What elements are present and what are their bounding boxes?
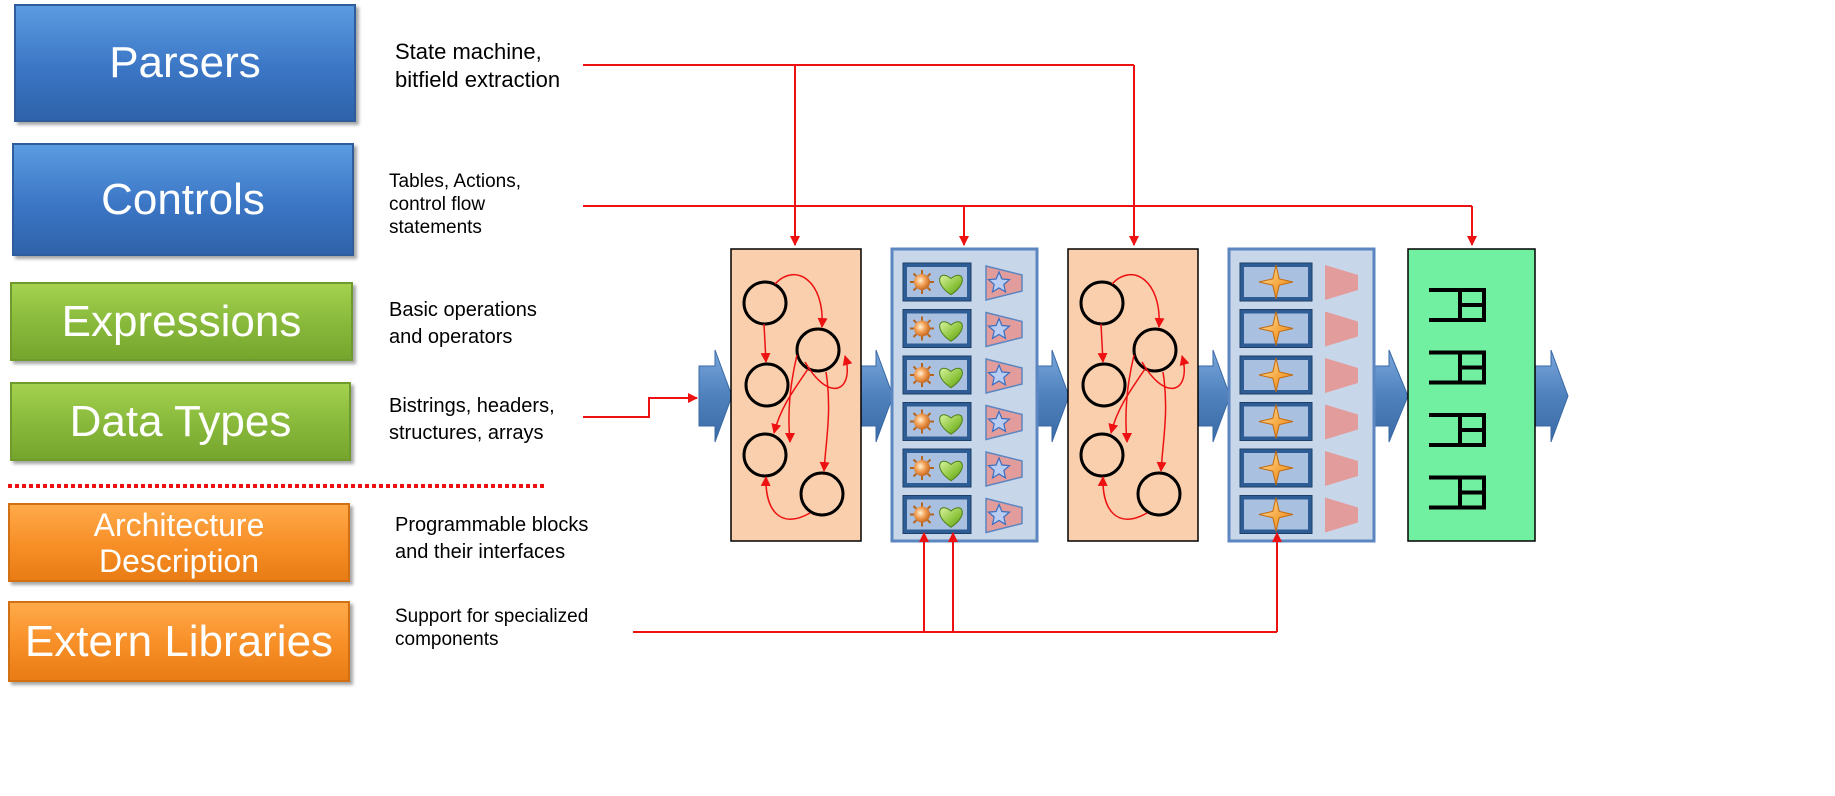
heart-icon	[939, 321, 963, 342]
four-point-star-icon	[1258, 450, 1294, 486]
heart-icon	[939, 274, 963, 296]
controls-label: Controls	[101, 174, 265, 224]
heart-icon	[939, 414, 963, 435]
sun-icon	[910, 270, 934, 294]
state-node	[1136, 471, 1182, 517]
table-entry	[1239, 448, 1358, 488]
action-block	[1325, 311, 1358, 347]
deparser-queues	[1429, 288, 1486, 510]
table-entry	[902, 309, 1023, 348]
action-block	[1325, 497, 1358, 533]
queue-icon	[1429, 288, 1486, 322]
star-icon	[985, 497, 1023, 534]
sun-icon	[910, 409, 934, 434]
table-entry	[902, 355, 1023, 395]
extern-libraries-description: Support for specialized components	[395, 606, 589, 650]
queue-icon	[1429, 475, 1486, 510]
four-point-star-icon	[1258, 357, 1294, 393]
queue-icon	[1429, 350, 1486, 385]
state-node	[795, 327, 841, 373]
heart-icon	[939, 367, 963, 389]
data-types-box: Data Types	[10, 382, 351, 461]
sun-icon	[910, 502, 934, 527]
match-action-entries-2	[1239, 262, 1358, 534]
star-icon	[985, 451, 1023, 487]
sun-icon	[910, 316, 934, 341]
star-icon	[985, 358, 1023, 394]
deparser-stage	[1407, 248, 1536, 542]
state-node	[1132, 327, 1178, 373]
parser-stage-1	[730, 248, 862, 542]
star-icon	[985, 265, 1023, 301]
parser-stage-2	[1067, 248, 1199, 542]
action-block	[1325, 404, 1358, 440]
sun-icon	[910, 456, 934, 480]
data-types-label: Data Types	[69, 396, 292, 446]
state-node	[742, 280, 788, 326]
architecture-description-description: Programmable blocks and their interfaces	[395, 514, 589, 563]
four-point-star-icon	[1258, 311, 1294, 346]
match-action-entries-1	[902, 262, 1023, 534]
flow-arrow-4	[1372, 349, 1409, 443]
state-node	[742, 432, 788, 478]
parsers-description: State machine, bitfield extraction	[395, 39, 561, 92]
table-entry	[1239, 402, 1358, 441]
expressions-box: Expressions	[10, 282, 353, 361]
state-node	[1079, 280, 1125, 326]
flow-arrow-2	[1035, 349, 1070, 443]
expressions-description: Basic operations and operators	[389, 299, 537, 348]
table-entry	[1239, 355, 1358, 395]
connectors	[583, 64, 1477, 633]
four-point-star-icon	[1258, 497, 1294, 532]
controls-box: Controls	[12, 143, 354, 256]
data-types-description: Bistrings, headers, structures, arrays	[389, 395, 555, 444]
flow-arrows	[698, 349, 1569, 443]
star-icon	[985, 311, 1023, 348]
state-node	[1081, 362, 1127, 408]
four-point-star-icon	[1258, 404, 1294, 439]
table-entry	[902, 262, 1023, 302]
data-types-connector	[583, 393, 698, 418]
architecture-description-label: Architecture Description	[93, 506, 265, 579]
state-node	[744, 362, 790, 408]
extern-libraries-label: Extern Libraries	[24, 616, 334, 666]
heart-icon	[939, 460, 963, 482]
controls-description: Tables, Actions, control flow statements	[389, 171, 522, 238]
flow-arrow-out	[1534, 349, 1569, 443]
flow-arrow-1	[859, 349, 894, 443]
star-icon	[985, 404, 1023, 441]
table-entry	[1239, 309, 1358, 348]
parsers-label: Parsers	[109, 38, 261, 87]
table-entry	[1239, 262, 1358, 302]
action-block	[1325, 358, 1358, 393]
architecture-description-box: Architecture Description	[8, 503, 350, 582]
expressions-label: Expressions	[61, 296, 302, 346]
four-point-star-icon	[1258, 264, 1294, 300]
heart-icon	[939, 507, 963, 528]
parsers-box: Parsers	[14, 4, 356, 122]
state-node	[1079, 432, 1125, 478]
table-entry	[902, 448, 1023, 488]
action-block	[1325, 265, 1358, 300]
action-block	[1325, 451, 1358, 486]
sun-icon	[910, 363, 934, 387]
flow-arrow-in	[698, 349, 733, 443]
flow-arrow-3	[1196, 349, 1231, 443]
table-entry	[902, 495, 1023, 534]
table-entry	[902, 402, 1023, 441]
state-node	[799, 471, 845, 517]
queue-icon	[1429, 413, 1486, 447]
extern-libraries-box: Extern Libraries	[8, 601, 350, 682]
table-entry	[1239, 495, 1358, 534]
